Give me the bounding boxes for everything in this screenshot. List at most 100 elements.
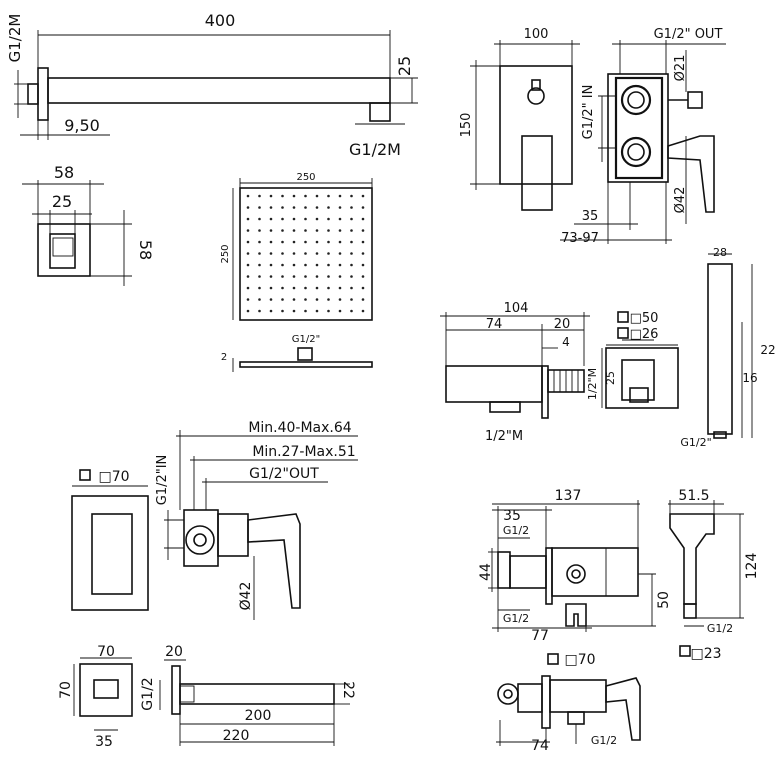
- bidet-valve-drawing: 35 137 G1/2 44 G1/2 77 50: [478, 488, 672, 644]
- valve-total-label: 137: [555, 488, 582, 504]
- valve-thread-top-label: G1/2: [503, 524, 529, 537]
- nozzle-dot: [281, 240, 284, 244]
- nozzle-dot: [315, 286, 319, 290]
- nozzle-dot: [246, 286, 250, 290]
- spout-gap-label: 20: [165, 644, 183, 660]
- nozzle-dot: [327, 275, 330, 278]
- nozzle-dot: [246, 240, 250, 244]
- nozzle-dot: [338, 240, 342, 244]
- nozzle-dot: [361, 217, 365, 221]
- nozzle-dot: [350, 252, 353, 255]
- nozzle-dot: [327, 206, 330, 209]
- arm-length-label: 400: [205, 11, 236, 30]
- nozzle-dot: [292, 252, 296, 255]
- nozzle-dot: [338, 298, 342, 301]
- valve-thread-bottom-label: G1/2: [503, 612, 529, 625]
- bidet-spray-drawing: 51.5 124 G1/2 □23: [668, 488, 760, 662]
- nozzle-dot: [350, 240, 353, 244]
- nozzle-dot: [292, 286, 296, 290]
- nozzle-dot: [315, 263, 319, 267]
- nozzle-dot: [258, 263, 261, 267]
- nozzle-dot: [269, 252, 273, 255]
- flange-inner-label: 25: [52, 192, 72, 211]
- nozzle-dot: [327, 194, 330, 198]
- nozzle-dot: [258, 240, 261, 244]
- bidet-mixer-thread-label: G1/2: [591, 734, 617, 747]
- nozzle-dot: [315, 275, 319, 278]
- mixer-range-1-label: Min.40-Max.64: [248, 420, 351, 436]
- nozzle-dot: [338, 194, 342, 198]
- nozzle-dot: [304, 240, 307, 244]
- nozzle-dot: [338, 275, 342, 278]
- nozzle-dot: [281, 263, 284, 267]
- nozzle-dot: [361, 252, 365, 255]
- nozzle-dot: [338, 217, 342, 221]
- nozzle-dot: [292, 229, 296, 232]
- hand-shower-drawing: 28 22 16 G1/2": [680, 246, 775, 449]
- nozzle-dot: [258, 298, 261, 301]
- box-depth-range-label: 73-97: [561, 231, 599, 246]
- nozzle-dot: [281, 252, 284, 255]
- nozzle-dot: [304, 252, 307, 255]
- nozzle-dot: [361, 263, 365, 267]
- valve-length-label: 77: [531, 628, 549, 644]
- nozzle-dot: [246, 298, 250, 301]
- outlet-part-a-label: 74: [486, 317, 503, 332]
- nozzle-dot: [315, 252, 319, 255]
- nozzle-dot: [327, 240, 330, 244]
- nozzle-dot: [258, 275, 261, 278]
- head-thickness-label: 2: [221, 352, 227, 363]
- nozzle-dot: [350, 194, 353, 198]
- arm-thread-right-label: G1/2M: [349, 140, 401, 159]
- nozzle-dot: [304, 229, 307, 232]
- nozzle-dot: [269, 298, 273, 301]
- nozzle-dot: [292, 240, 296, 244]
- bidet-mixer-plate-label: □70: [564, 652, 595, 668]
- nozzle-dot: [258, 194, 261, 198]
- nozzle-dot: [281, 217, 284, 221]
- nozzle-dot: [304, 263, 307, 267]
- nozzle-dot: [269, 229, 273, 232]
- nozzle-dot: [258, 286, 261, 290]
- valve-height-label: 44: [478, 563, 494, 581]
- arm-thread-left-label: G1/2M: [6, 14, 24, 63]
- nozzle-dot: [327, 298, 330, 301]
- nozzle-dot: [269, 309, 273, 313]
- mixer-dia-label: Ø42: [238, 582, 254, 611]
- nozzle-dot: [350, 263, 353, 267]
- valve-offset-label: 35: [503, 508, 521, 524]
- outlet-part-b-label: 20: [554, 317, 571, 332]
- nozzle-dot: [304, 217, 307, 221]
- outlet-side-thread-label: 1/2"M: [586, 368, 599, 400]
- nozzle-dot: [258, 217, 261, 221]
- nozzle-dot: [258, 252, 261, 255]
- head-width-label: 250: [296, 172, 315, 183]
- spout-plate-w-label: 70: [97, 644, 115, 660]
- head-height-label: 250: [220, 244, 231, 263]
- nozzle-dot: [281, 194, 284, 198]
- nozzle-dot: [304, 309, 307, 313]
- spout-drawing: 70 70 35 20 G1/2 200 220 22: [58, 644, 356, 750]
- nozzle-dot: [292, 263, 296, 267]
- hand-width-label: 28: [713, 246, 727, 259]
- nozzle-dot: [315, 229, 319, 232]
- spray-width-label: 51.5: [678, 488, 709, 504]
- hand-length-label: 22: [760, 343, 775, 357]
- nozzle-dot: [304, 194, 307, 198]
- nozzle-dot: [292, 309, 296, 313]
- spout-height-label: 22: [340, 681, 356, 699]
- box-dia-large-label: Ø42: [673, 187, 688, 214]
- shower-head-drawing: 250 250 G1/2" 2: [220, 172, 373, 372]
- mixer-thread-in-label: G1/2"IN: [155, 455, 170, 506]
- nozzle-dot: [350, 275, 353, 278]
- nozzle-dot: [327, 229, 330, 232]
- nozzle-dot: [246, 206, 250, 209]
- nozzle-dot: [350, 229, 353, 232]
- nozzle-dot: [269, 286, 273, 290]
- nozzle-dot: [350, 298, 353, 301]
- nozzle-dot: [246, 252, 250, 255]
- nozzle-dot: [350, 286, 353, 290]
- box-dia-small-label: Ø21: [673, 55, 688, 82]
- nozzle-dot: [292, 206, 296, 209]
- nozzle-dot: [281, 286, 284, 290]
